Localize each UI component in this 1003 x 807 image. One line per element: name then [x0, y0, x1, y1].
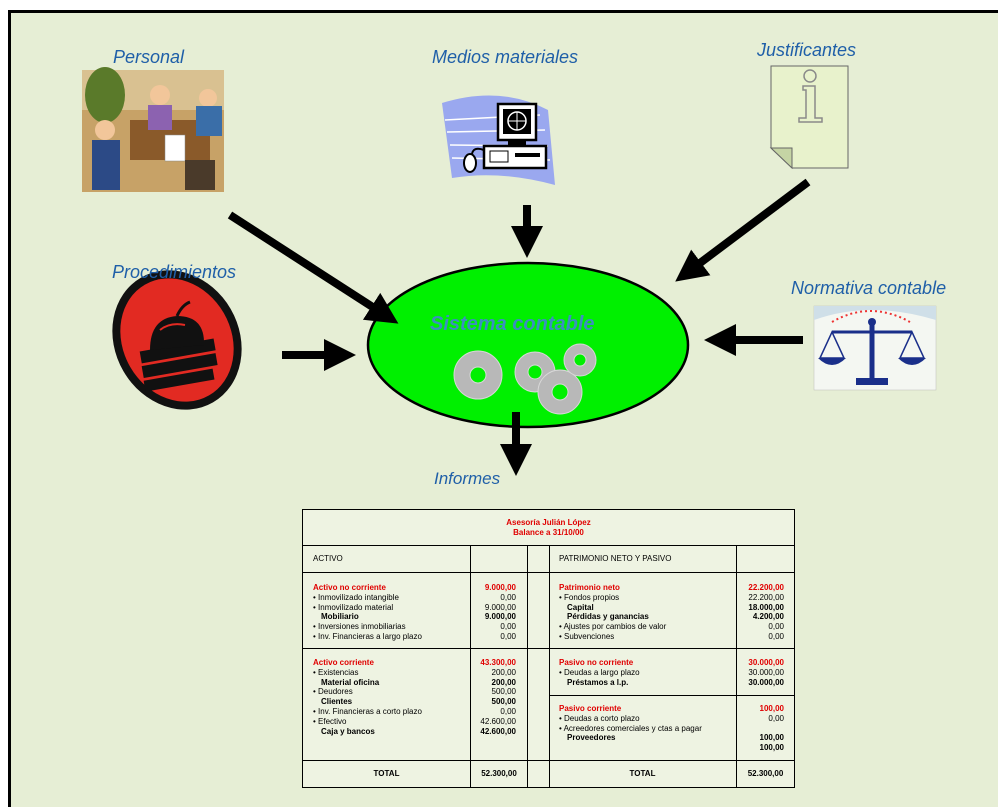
label-sistema-contable: Sistema contable — [430, 313, 595, 335]
balance-row-value: 100,00 — [759, 743, 784, 753]
scales-picture — [813, 305, 937, 391]
balance-row-value: 200,00 — [491, 667, 516, 677]
balance-row-label: Activo corriente — [313, 658, 374, 667]
balance-sheet: Asesoría Julián López Balance a 31/10/00… — [302, 509, 795, 788]
label-informes: Informes — [434, 469, 501, 488]
balance-row-value: 100,00 — [759, 704, 784, 713]
balance-date: Balance a 31/10/00 — [513, 528, 584, 537]
balance-row-value: 22.200,00 — [748, 583, 784, 592]
balance-row-label: Clientes — [321, 697, 353, 707]
balance-row-label: • Deudas a corto plazo — [559, 713, 640, 723]
balance-row-label: • Deudas a largo plazo — [559, 667, 640, 677]
balance-row-label: • Fondos propios — [559, 592, 620, 602]
balance-row-value: 500,00 — [491, 697, 516, 707]
balance-row-label: • Ajustes por cambios de valor — [559, 622, 667, 632]
balance-row-label — [559, 743, 734, 753]
computer-picture — [442, 95, 555, 185]
balance-row-label: • Subvenciones — [559, 631, 615, 641]
balance-row-label: Patrimonio neto — [559, 583, 620, 592]
balance-row-value: 0,00 — [500, 631, 516, 641]
balance-row-value: 0,00 — [500, 622, 516, 632]
balance-row-label: Proveedores — [567, 733, 616, 743]
balance-row-value: 18.000,00 — [748, 602, 784, 612]
balance-row-value: 30.000,00 — [748, 658, 784, 667]
balance-row-value: 30.000,00 — [748, 677, 784, 687]
balance-row-label: Pérdidas y ganancias — [567, 612, 649, 622]
balance-row-label: • Existencias — [313, 667, 359, 677]
balance-row-value: 9.000,00 — [484, 583, 516, 592]
balance-row-value — [737, 724, 784, 734]
balance-row-value: 0,00 — [768, 622, 784, 632]
balance-row-value: 30.000,00 — [748, 667, 784, 677]
gears-icon — [453, 343, 597, 415]
balance-row-label: • Inv. Financieras a corto plazo — [313, 706, 422, 716]
pc-labels: Pasivo corriente• Deudas a corto plazo• … — [559, 704, 734, 753]
balance-row-value: 9.000,00 — [484, 602, 516, 612]
balance-row-value: 42.600,00 — [480, 716, 516, 726]
balance-row-value: 0,00 — [500, 592, 516, 602]
balance-row-label: • Acreedores comerciales y ctas a pagar — [559, 723, 702, 733]
balance-row-label: • Efectivo — [313, 716, 347, 726]
balance-row-label: Préstamos a l.p. — [567, 677, 629, 687]
label-justificantes: Justificantes — [757, 40, 857, 60]
total-label-left: TOTAL — [373, 769, 400, 778]
balance-company: Asesoría Julián López — [506, 518, 591, 527]
balance-row-label: • Inmovilizado intangible — [313, 592, 399, 602]
balance-row-value: 42.600,00 — [480, 726, 516, 736]
balance-row-label: Pasivo no corriente — [559, 658, 634, 667]
balance-row-label: • Inversiones inmobiliarias — [313, 622, 406, 632]
balance-row-label: Caja y bancos — [321, 726, 375, 736]
balance-row-label: • Inv. Financieras a largo plazo — [313, 631, 422, 641]
balance-row-value: 100,00 — [759, 733, 784, 743]
balance-row-value: 43.300,00 — [480, 658, 516, 667]
document-picture — [769, 65, 849, 170]
balance-row-value: 0,00 — [500, 706, 516, 716]
balance-row-label: Capital — [567, 602, 594, 612]
balance-row-value: 4.200,00 — [752, 612, 784, 622]
balance-row-label: Activo no corriente — [313, 583, 386, 592]
balance-row-value: 9.000,00 — [484, 612, 516, 622]
balance-row-label: Material oficina — [321, 677, 380, 687]
label-personal: Personal — [113, 47, 185, 67]
balance-row-value: 200,00 — [491, 677, 516, 687]
balance-row-value: 500,00 — [491, 687, 516, 697]
pnc-labels: Pasivo no corriente• Deudas a largo plaz… — [559, 658, 734, 687]
label-normativa-contable: Normativa contable — [791, 278, 947, 298]
arrows — [227, 178, 811, 476]
balance-row-value: 0,00 — [768, 713, 784, 723]
balance-row-label: • Deudores — [313, 687, 353, 697]
balance-row-value: 22.200,00 — [748, 592, 784, 602]
balance-row-value: 0,00 — [768, 631, 784, 641]
system-ellipse — [366, 261, 690, 429]
balance-row-label: Mobiliario — [321, 612, 359, 622]
balance-row-label: Pasivo corriente — [559, 704, 622, 713]
label-procedimientos: Procedimientos — [112, 262, 237, 282]
balance-row-label: • Inmovilizado material — [313, 602, 394, 612]
anc-labels: Activo no corriente• Inmovilizado intang… — [313, 583, 468, 642]
label-medios-materiales: Medios materiales — [432, 47, 579, 67]
total-value-left: 52.300,00 — [481, 769, 517, 778]
total-label-right: TOTAL — [629, 769, 656, 778]
header-activo: ACTIVO — [313, 554, 343, 563]
total-value-right: 52.300,00 — [747, 769, 784, 778]
personal-picture — [82, 67, 224, 192]
books-picture — [112, 270, 242, 410]
header-patrimonio-pasivo: PATRIMONIO NETO Y PASIVO — [559, 554, 672, 563]
